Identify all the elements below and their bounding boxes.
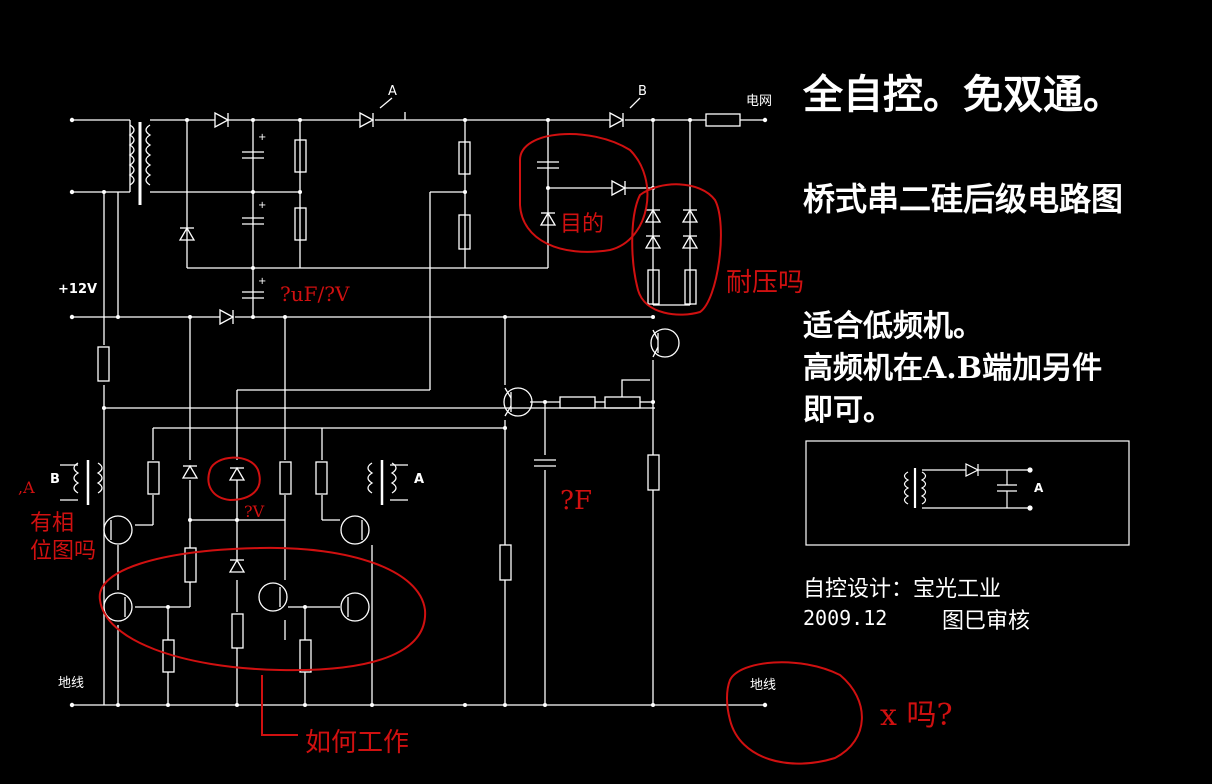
ground-left-label: 地线 — [58, 676, 85, 691]
annotation-voltage: 耐压吗 — [726, 268, 805, 298]
ground-right-label: 地线 — [750, 678, 777, 693]
circuit-wires — [60, 97, 765, 706]
plus12v-label: +12V — [58, 282, 98, 297]
red-annotation-marks — [98, 133, 863, 765]
grid-label: 电网 — [746, 94, 773, 109]
inset-circuit — [805, 440, 1130, 546]
diagram-title: 全自控。免双通。 — [803, 71, 1123, 118]
review-note: 图巳审核 — [942, 609, 1031, 634]
annotation-zener-v: ?V — [244, 502, 265, 521]
diagram-subtitle: 桥式串二硅后级电路图 — [803, 180, 1124, 218]
annotation-purpose: 目的 — [560, 212, 605, 237]
cap-plus-3: + — [258, 276, 267, 287]
coil-b-label: B — [50, 472, 60, 487]
annotation-right-question: x 吗? — [880, 698, 953, 733]
note-line-1: 适合低频机。 — [803, 309, 983, 344]
annotation-cap-value: ?uF/?V — [280, 282, 350, 306]
cap-plus-1: + — [258, 132, 267, 143]
switch-b-label: B — [638, 84, 647, 99]
circuit-components — [69, 111, 768, 708]
note-line-3: 即可。 — [803, 393, 893, 428]
coil-a-label: A — [414, 472, 425, 487]
switch-a-label: A — [388, 84, 397, 99]
annotation-how-works: 如何工作 — [305, 728, 410, 758]
annotation-phase: 有相 位图吗 — [30, 511, 97, 564]
annotation-cap-f: ?F — [560, 486, 592, 516]
design-date: 2009.12 — [803, 606, 888, 630]
designer-credit: 自控设计：宝光工业 — [803, 577, 1002, 602]
cap-plus-2: + — [258, 200, 267, 211]
annotation-b-mark: ,A — [18, 478, 35, 497]
inset-a-label: A — [1034, 481, 1044, 495]
note-line-2: 高频机在A.B端加另件 — [803, 351, 1103, 386]
